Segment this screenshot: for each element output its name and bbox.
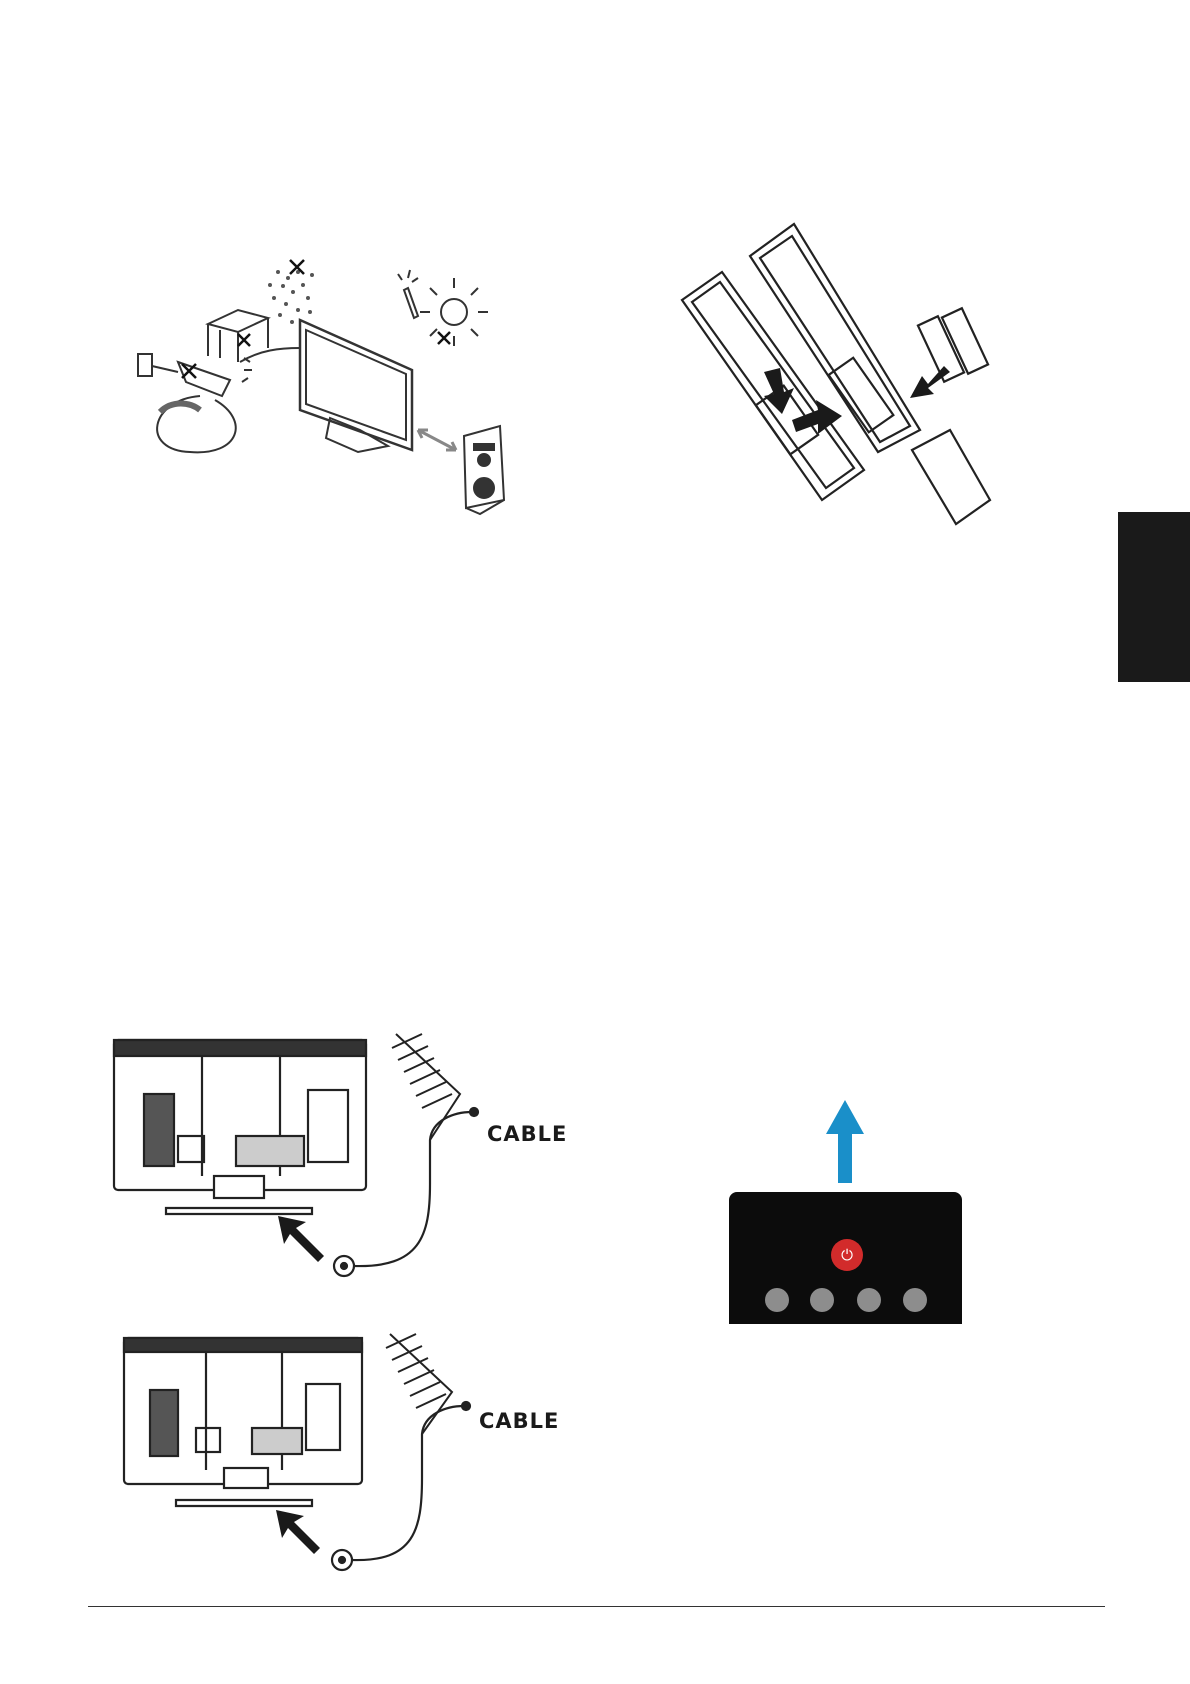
moisture-hazard-icon (268, 270, 314, 324)
antenna-cable (352, 1406, 464, 1560)
x-mark-icon (290, 260, 304, 274)
x-mark-icon (182, 364, 196, 378)
coax-connector-icon (332, 1550, 352, 1570)
antenna-cable (354, 1112, 472, 1266)
power-cord (157, 396, 236, 452)
panel-button-1[interactable] (765, 1288, 789, 1312)
antenna-icon (386, 1334, 452, 1434)
sun-icon (420, 278, 488, 346)
speaker-icon (464, 426, 504, 514)
outlet-icon (138, 354, 230, 396)
panel-button-4[interactable] (903, 1288, 927, 1312)
table-icon (208, 310, 268, 362)
arrow-up-left-icon (276, 1510, 320, 1554)
battery-cover (912, 430, 990, 524)
power-icon: ⏻ (831, 1239, 863, 1271)
distance-arrow-icon (418, 430, 456, 450)
section-tab (1118, 512, 1190, 682)
panel-button-3[interactable] (857, 1288, 881, 1312)
arrow-right-icon (792, 400, 842, 434)
battery-compartment (756, 386, 818, 455)
antenna-icon (392, 1034, 460, 1140)
arrow-down-icon (764, 368, 794, 414)
curved-arrow-icon (160, 404, 200, 413)
tv-rear-icon (124, 1338, 362, 1506)
cable-label-bottom: CABLE (479, 1409, 559, 1433)
flame-icon (398, 270, 418, 318)
panel-button-2[interactable] (810, 1288, 834, 1312)
spark-icon (242, 358, 252, 382)
battery-icon (918, 308, 988, 381)
tv-front-icon (300, 320, 412, 452)
cable-label-top: CABLE (487, 1122, 567, 1146)
coax-connector-icon (334, 1256, 354, 1276)
footer-divider (88, 1606, 1105, 1607)
power-button[interactable]: ⏻ (831, 1239, 863, 1271)
x-mark-icon (438, 332, 450, 344)
arrow-up-left-icon (278, 1216, 324, 1262)
arrow-left-icon (910, 366, 950, 398)
x-mark-icon (238, 334, 250, 346)
tv-rear-icon (114, 1040, 366, 1214)
